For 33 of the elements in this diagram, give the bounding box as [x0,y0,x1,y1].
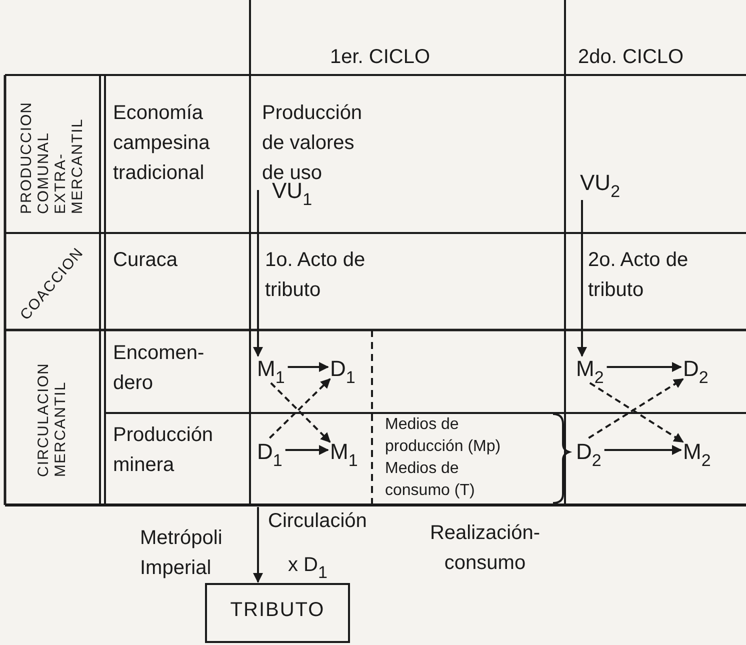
arrow [288,362,329,372]
arrow [285,445,329,455]
flow-symbol: M$_{1}$ [257,357,285,381]
edge-label: VU$_{1}$ [272,178,312,206]
label-text: x D$_{1}$ [288,553,328,580]
cell-text: 1o. Acto de tributo [265,245,375,305]
flow-symbol: D$_{1}$ [330,357,356,381]
arrow [253,507,263,583]
row-label: Economía campesina tradicional [113,98,248,188]
column-header: 1er. CICLO [330,42,430,72]
result-box: TRIBUTO [205,583,350,643]
flow-symbol: M$_{1}$ [330,440,358,464]
row-label: Curaca [113,245,248,275]
row-label: Producción minera [113,420,243,480]
label-text: Metrópoli Imperial [140,526,224,581]
arrow [604,445,682,455]
row-header: PRODUCCION COMUNAL EXTRA-MERCANTIL [18,94,86,214]
cell-text: Medios de producción (Mp) Medios de consumo (T) [385,414,520,502]
flow-symbol: D$_{2}$ [683,357,708,381]
flow-symbol: D$_{1}$ [257,440,282,464]
label-text: Circulación [268,509,367,534]
flow-symbol: M$_{2}$ [683,440,711,464]
arrow [253,190,263,357]
row-header: CIRCULACION MERCANTIL [35,357,69,477]
flow-symbol: M$_{2}$ [576,357,604,381]
flow-symbol: D$_{2}$ [576,440,602,464]
arrow [606,362,682,372]
flow-label: VU$_{2}$ [580,168,620,198]
row-label: Encomen-dero [113,338,223,398]
label-text: Realización-consumo [428,521,542,576]
column-header: 2do. CICLO [578,42,684,72]
arrow [577,200,587,357]
cell-text: 2o. Acto de tributo [588,245,718,305]
